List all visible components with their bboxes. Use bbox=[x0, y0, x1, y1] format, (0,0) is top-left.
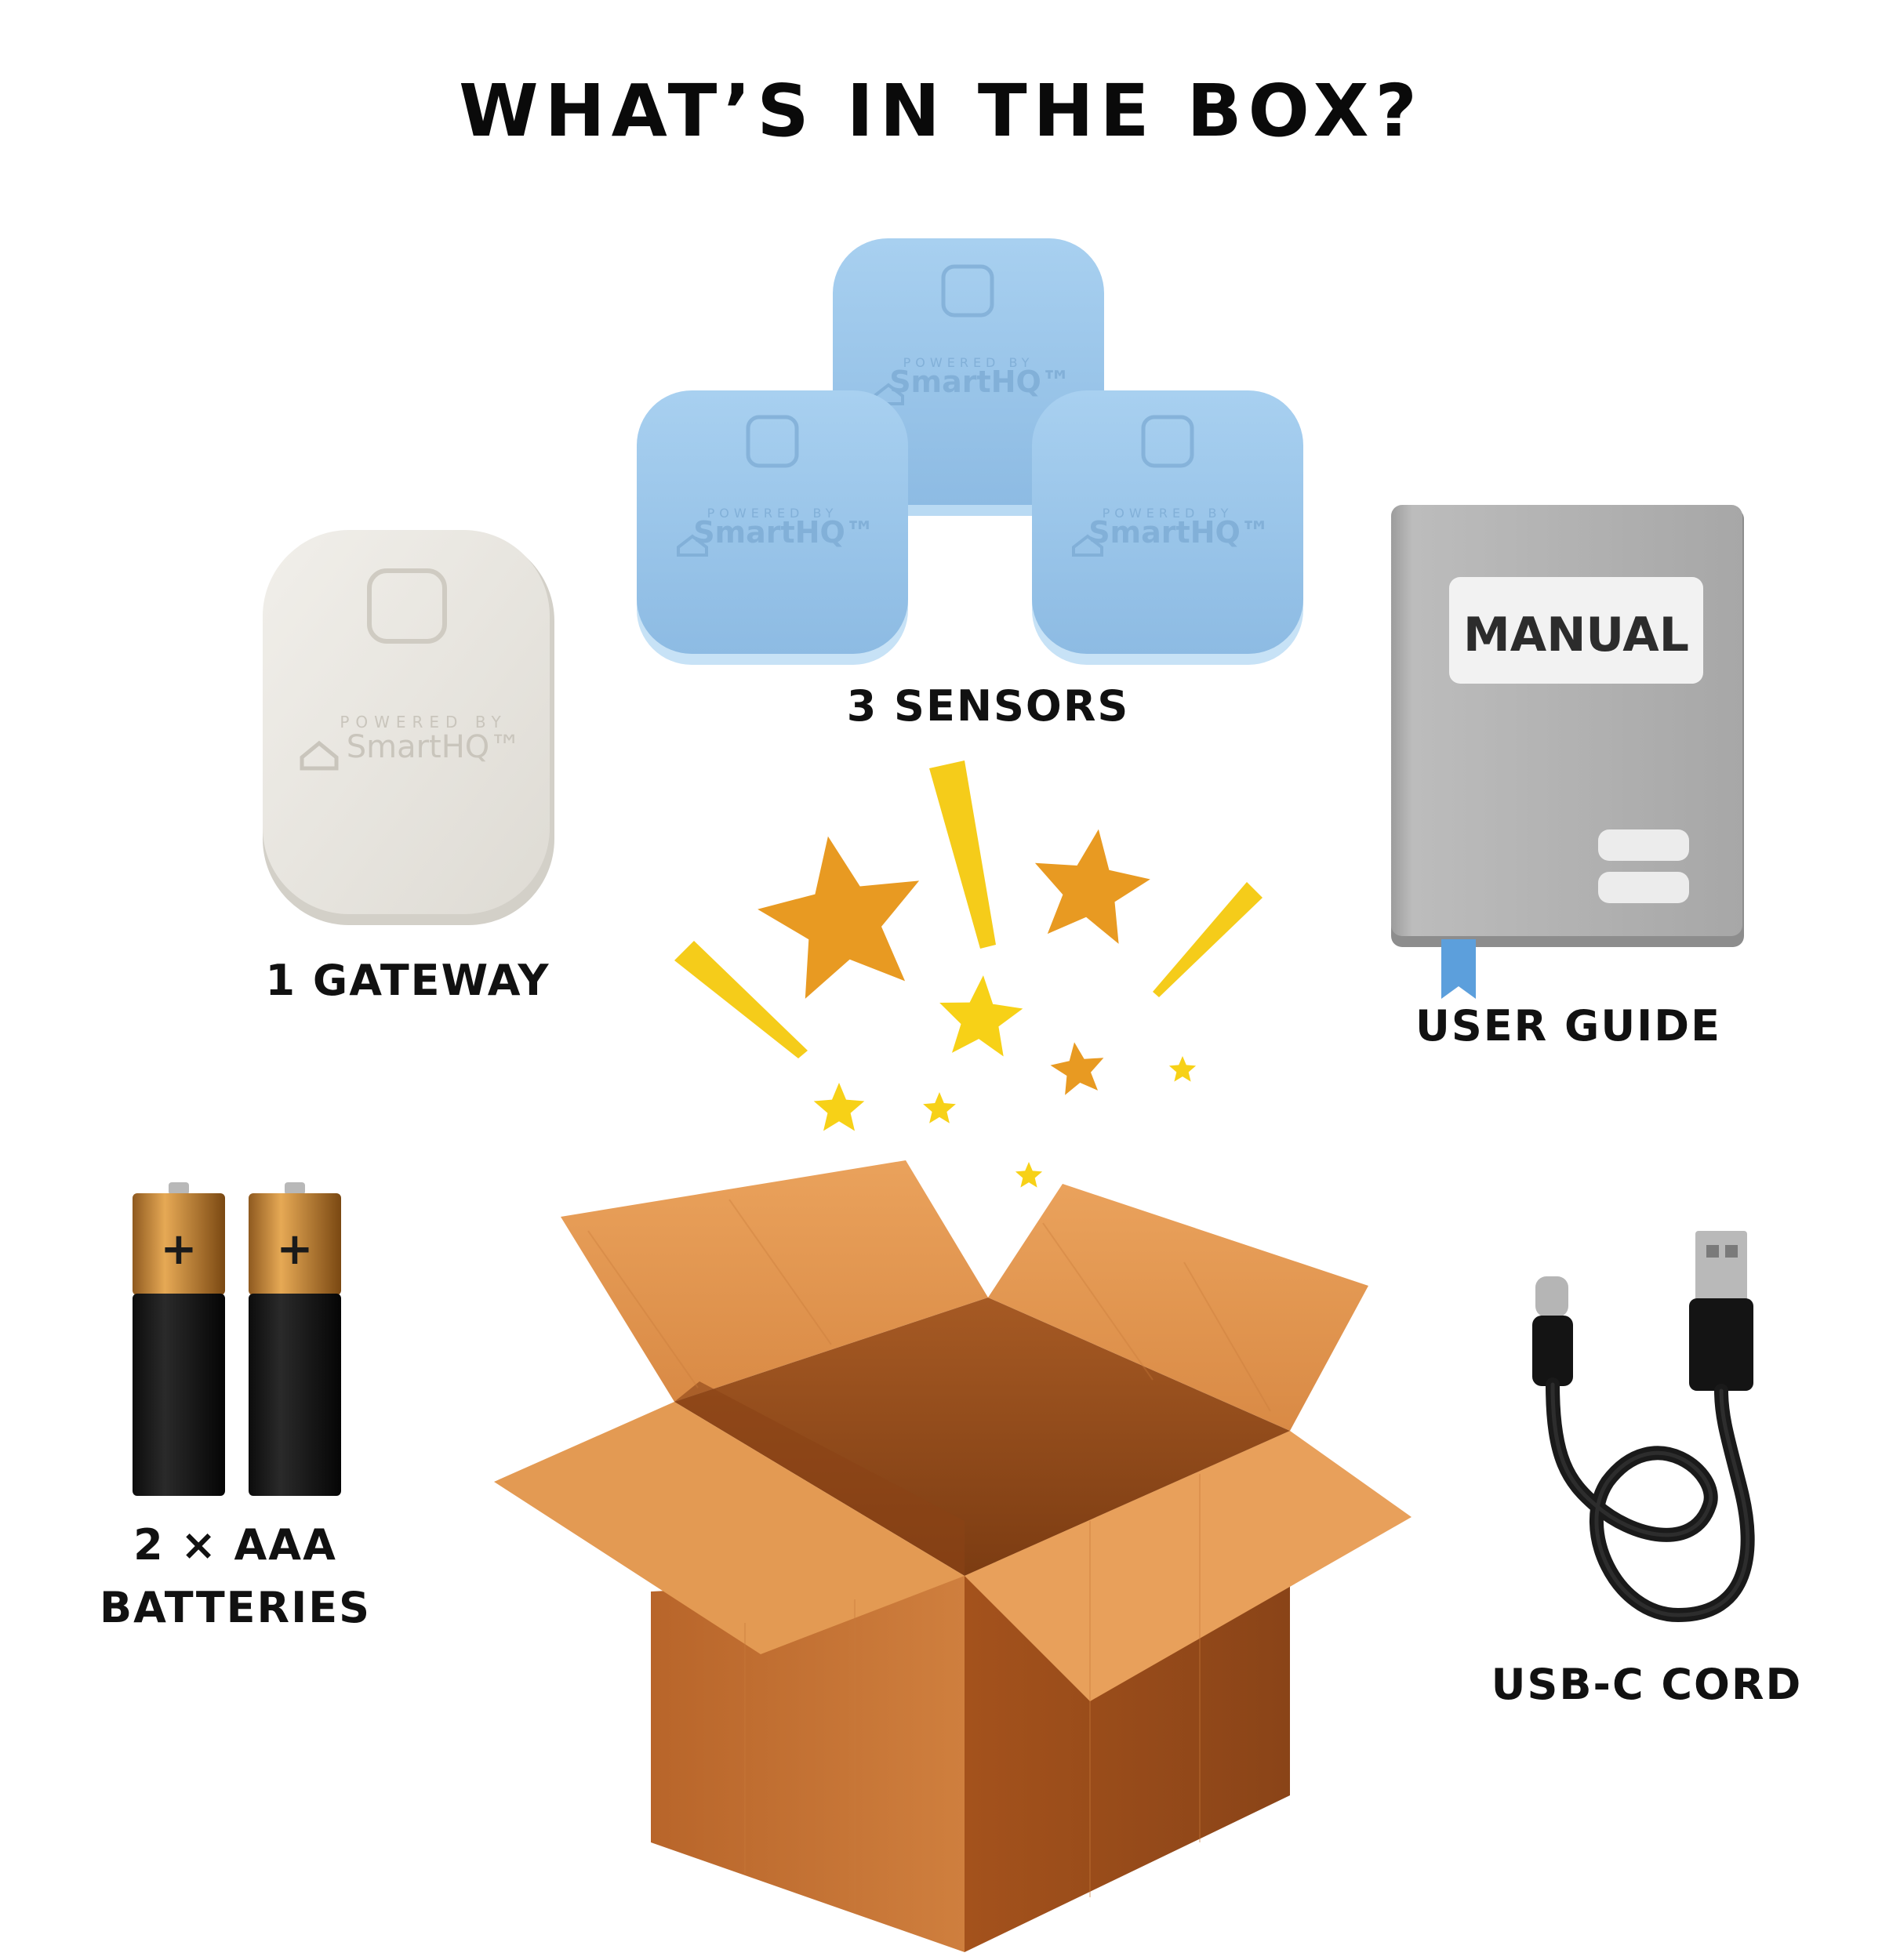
sensor-brand-small: POWERED BY bbox=[707, 506, 838, 521]
sensor-brand-small: POWERED BY bbox=[903, 355, 1034, 370]
batteries-label-line1: 2 × AAA bbox=[133, 1520, 337, 1570]
star-icon bbox=[813, 1083, 865, 1131]
star-icon bbox=[1050, 1042, 1104, 1095]
sensors-label: 3 SENSORS bbox=[846, 681, 1130, 731]
gateway-label: 1 GATEWAY bbox=[265, 956, 550, 1005]
star-icon bbox=[758, 836, 920, 999]
gateway-icon: POWERED BY SmartHQ™ bbox=[255, 525, 569, 933]
batteries-group: + + bbox=[129, 1176, 357, 1505]
burst-stars-icon bbox=[651, 753, 1278, 1192]
cable-label: USB-C CORD bbox=[1491, 1660, 1803, 1709]
open-cardboard-box-icon bbox=[494, 1152, 1419, 1960]
usb-c-cable-icon bbox=[1521, 1223, 1772, 1646]
page-title: WHAT’S IN THE BOX? bbox=[459, 69, 1423, 153]
sensor-icon: POWERED BY SmartHQ™ bbox=[1032, 390, 1303, 665]
gateway-brand: SmartHQ™ bbox=[347, 729, 521, 765]
star-icon bbox=[923, 1092, 956, 1123]
sensor-brand: SmartHQ™ bbox=[889, 365, 1071, 399]
aaa-battery-icon: + bbox=[133, 1182, 225, 1496]
batteries-label-line2: BATTERIES bbox=[99, 1583, 371, 1632]
manual-book-icon: MANUAL bbox=[1388, 502, 1749, 1004]
battery-plus-sign: + bbox=[161, 1224, 198, 1275]
star-icon bbox=[1168, 1056, 1197, 1082]
manual-cover-text: MANUAL bbox=[1463, 608, 1689, 662]
star-icon bbox=[1034, 829, 1150, 944]
manual-label: USER GUIDE bbox=[1415, 1001, 1721, 1051]
gateway-brand-small: POWERED BY bbox=[340, 713, 507, 731]
aaa-battery-icon: + bbox=[249, 1182, 341, 1496]
star-icon bbox=[1015, 1162, 1043, 1188]
star-icon bbox=[939, 975, 1023, 1057]
sensors-group: POWERED BY SmartHQ™ POWERED BY SmartHQ™ … bbox=[627, 235, 1317, 674]
sensor-brand: SmartHQ™ bbox=[1088, 515, 1270, 550]
battery-plus-sign: + bbox=[277, 1224, 314, 1275]
sensor-icon: POWERED BY SmartHQ™ bbox=[637, 390, 908, 665]
sensor-brand: SmartHQ™ bbox=[693, 515, 875, 550]
sensor-brand-small: POWERED BY bbox=[1103, 506, 1233, 521]
